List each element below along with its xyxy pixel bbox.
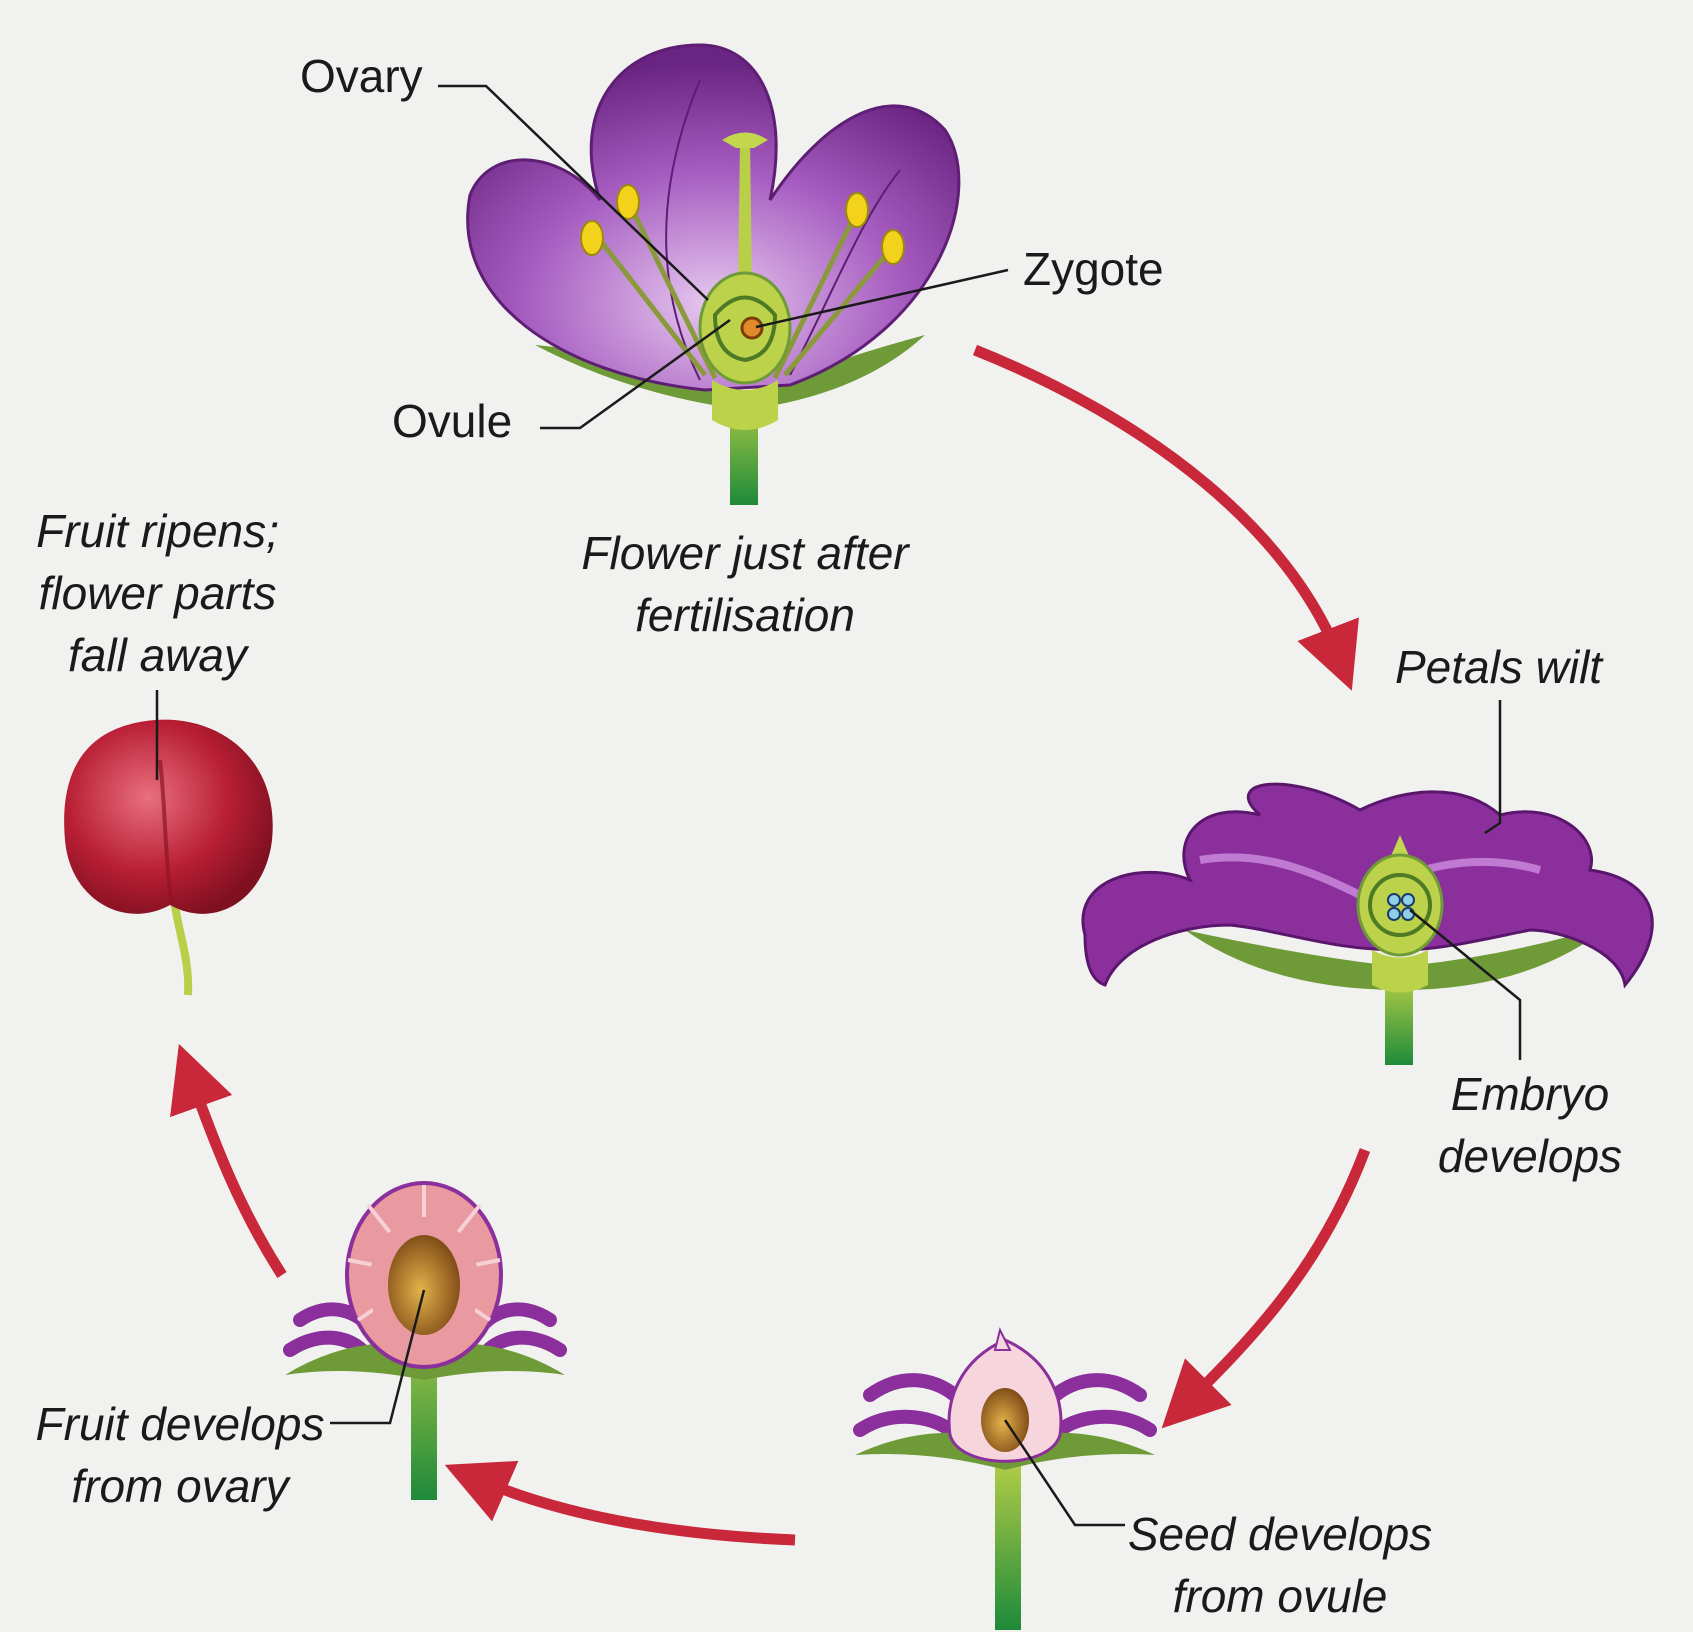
- zygote-label: Zygote: [1023, 243, 1164, 295]
- seed-label: Seed develops from ovule: [1120, 1503, 1440, 1627]
- flower-caption-line-1: Flower just after: [581, 527, 909, 579]
- leader-lines: [155, 84, 1522, 1527]
- wilted-flower-icon: [1081, 782, 1654, 1065]
- fruit-ripens-line-2: flower parts: [38, 567, 277, 619]
- seed-label-line-2: from ovule: [1172, 1570, 1388, 1622]
- seed-label-line-1: Seed develops: [1127, 1508, 1433, 1560]
- fruit-ripens-line-1: Fruit ripens;: [36, 505, 279, 557]
- embryo-label-line-2: develops: [1437, 1130, 1623, 1182]
- flower-caption-line-2: fertilisation: [635, 589, 855, 641]
- petals-wilt-label: Petals wilt: [1395, 641, 1603, 693]
- fruit-develops-line-2: from ovary: [71, 1460, 289, 1512]
- flower-icon: [466, 43, 961, 505]
- fruit-ripens-line-3: fall away: [68, 629, 247, 681]
- ovary-label: Ovary: [300, 50, 423, 102]
- fruit-develops-line-1: Fruit develops: [35, 1398, 325, 1450]
- embryo-label: Embryo develops: [1395, 1063, 1665, 1187]
- cherry-icon: [64, 719, 273, 996]
- fruit-ripens-label: Fruit ripens; flower parts fall away: [10, 500, 305, 686]
- fruit-develops-label: Fruit develops from ovary: [20, 1393, 340, 1517]
- seed-flower-icon: [853, 1327, 1157, 1630]
- ovule-label: Ovule: [392, 395, 513, 447]
- embryo-label-line-1: Embryo: [1450, 1068, 1610, 1120]
- fruit-flower-icon: [283, 1181, 567, 1500]
- flower-caption: Flower just after fertilisation: [520, 522, 970, 646]
- cycle-arrow-icon: [170, 344, 1371, 1546]
